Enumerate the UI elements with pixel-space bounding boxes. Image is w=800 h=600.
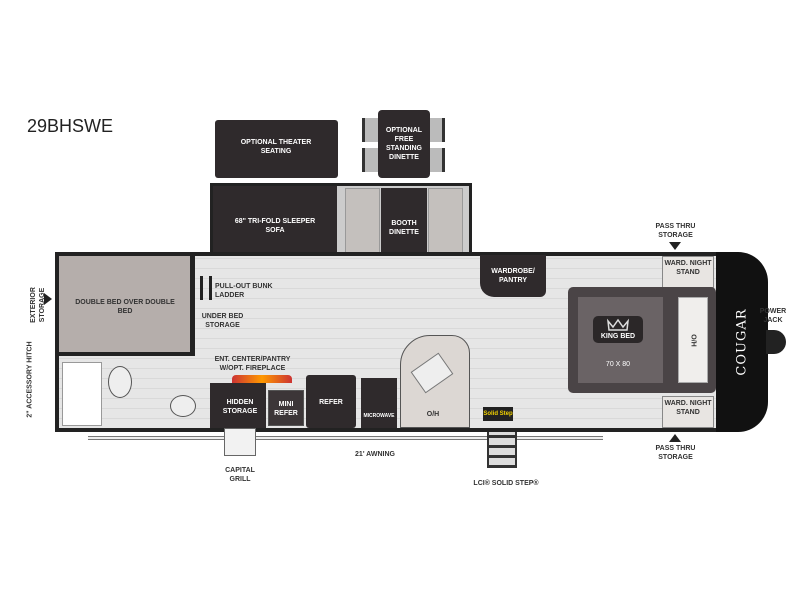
optional-theater-seating [215,120,338,178]
model-title: 29BHSWE [27,116,114,136]
hitch-label: 2" ACCESSORY HITCH [26,341,34,418]
grill-label: CAPITAL GRILL [225,467,255,483]
front-cap [716,252,768,432]
bath-sink [170,395,196,417]
dinette-chair [362,118,380,142]
crown-icon [606,318,630,331]
pass-thru-bottom-label: PASS THRU STORAGE [655,445,696,461]
solid-step-label: LCI® SOLID STEP® [473,480,539,487]
ward-nightstand-bottom [662,396,714,428]
sleeper-sofa [213,186,337,254]
bunk-label: DOUBLE BED OVER DOUBLE BED [75,299,175,315]
ent-center-label: ENT. CENTER/PANTRY w/OPT. FIREPLACE [214,356,291,372]
pass-thru-top-arrow [669,242,681,250]
overhead-cabinet [678,297,708,383]
oh-kitchen-label: O/H [426,411,440,418]
capital-grill [224,428,256,456]
ward-bottom-label: WARD. NIGHT STAND [664,400,712,416]
king-size-label: 70 x 80 [605,361,631,368]
dinette-chair [427,148,445,172]
under-bed-label: UNDER BED STORAGE [201,313,244,329]
brand-logo: COUGAR [734,308,750,376]
dinette-chair [362,148,380,172]
free-dinette-label: OPTIONAL FREE STANDING DINETTE [385,127,423,161]
mini-refer-label: MINI REFER [274,401,298,417]
ladder [200,276,212,300]
pass-thru-top-label: PASS THRU STORAGE [655,223,696,239]
refer-label: REFER [319,399,343,406]
range-microwave [361,378,397,428]
exterior-storage-label: EXTERIOR STORAGE [30,287,46,323]
oh-bed-label: O/H [689,334,697,347]
exterior-storage-arrow [44,293,52,305]
power-jack-label: POWER JACK [759,308,787,324]
toilet [108,366,132,398]
pass-thru-bottom-arrow [669,434,681,442]
hidden-storage-label: HIDDEN STORAGE [222,399,258,415]
ladder-label: PULL-OUT BUNK LADDER [215,283,273,299]
ward-top-label: WARD. NIGHT STAND [664,260,712,276]
solid-step-badge: Solid Step [483,407,513,421]
wardrobe-pantry [480,255,546,297]
awning [88,436,603,440]
power-jack [766,330,786,354]
fireplace [232,375,292,383]
optional-dinette-table [378,110,430,178]
entry-steps [487,432,517,468]
bunk-bed [59,256,195,356]
wardrobe-pantry-label: WARDROBE/ PANTRY [491,268,535,284]
theater-label: OPTIONAL THEATER SEATING [240,139,312,155]
ward-nightstand-top [662,256,714,288]
dinette-chair [427,118,445,142]
mini-refer [268,390,304,426]
sofa-label: 68" TRI-FOLD SLEEPER SOFA [234,218,316,234]
booth-label: BOOTH DINETTE [389,220,419,236]
awning-label: 21' AWNING [355,451,395,458]
hidden-storage [210,383,266,428]
shower [62,362,102,426]
king-bed-label: KING BED [600,333,636,340]
refer [306,375,356,428]
microwave-label: MICROWAVE [363,413,395,419]
